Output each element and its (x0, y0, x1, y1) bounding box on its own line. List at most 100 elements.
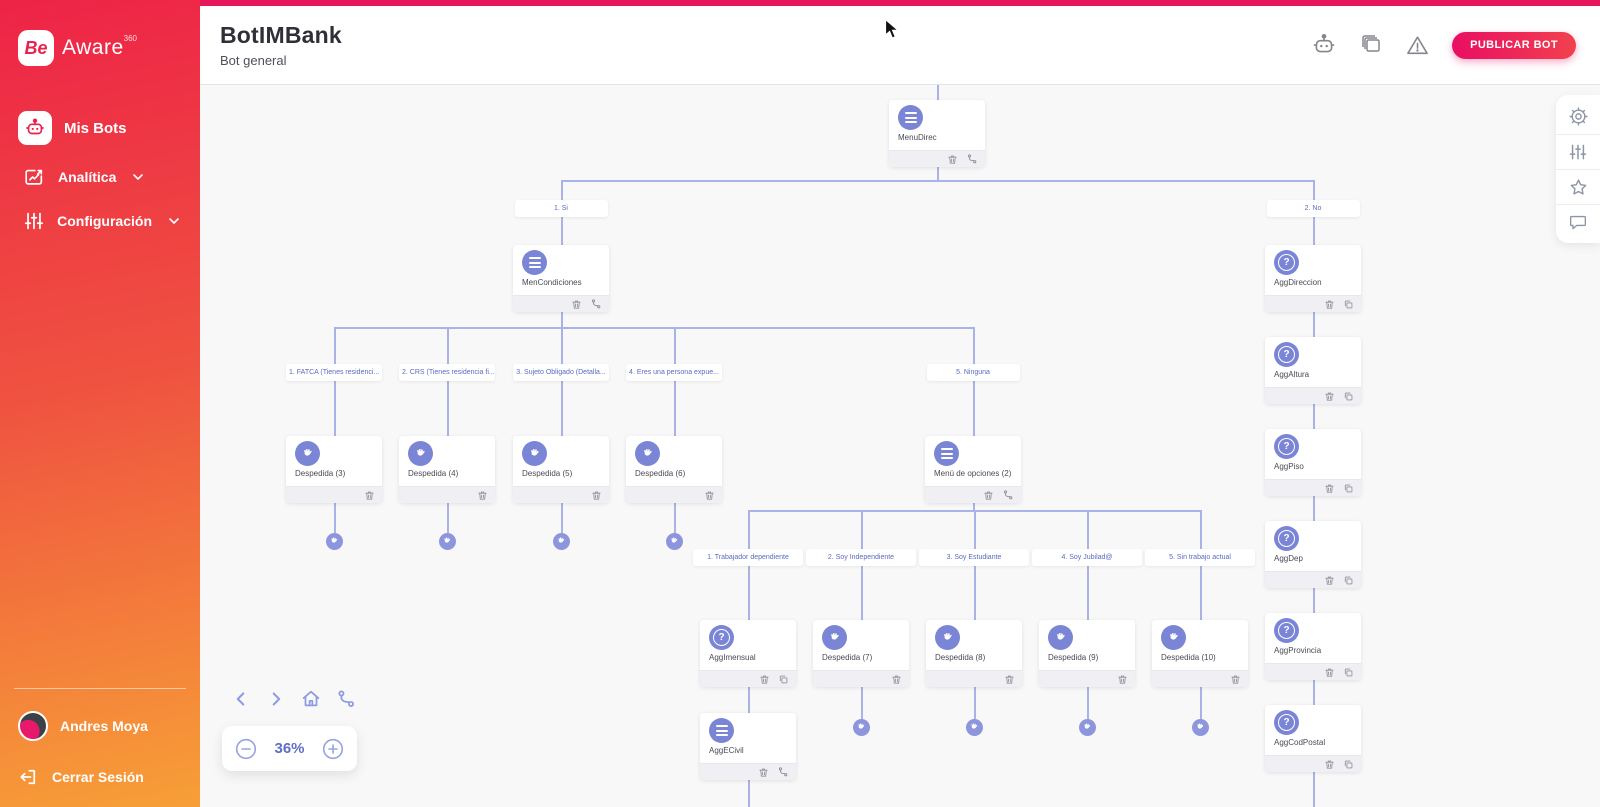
flow-node[interactable]: ?AggProvincia (1265, 613, 1361, 680)
flow-node[interactable]: MenuDirec (889, 100, 985, 167)
copy-icon[interactable] (1343, 575, 1354, 586)
robot-test-icon[interactable] (1311, 32, 1337, 58)
flow-node[interactable]: AggECivil (700, 713, 796, 780)
canvas-overlay: 36% (200, 85, 1600, 807)
wave-hand-icon (329, 536, 339, 546)
flow-node[interactable]: ?AggDireccion (1265, 245, 1361, 312)
branch-icon[interactable] (590, 298, 602, 310)
copy-icon[interactable] (1343, 759, 1354, 770)
copy-icon[interactable] (1343, 299, 1354, 310)
trash-icon[interactable] (1004, 674, 1015, 685)
flow-terminal-node[interactable] (438, 532, 456, 550)
flow-connector (561, 327, 563, 364)
branch-condition-label: 5. Ninguna (926, 364, 1020, 381)
flow-connector (334, 503, 336, 533)
equalizer-icon[interactable] (1556, 134, 1600, 169)
node-footer (1265, 571, 1361, 588)
trash-icon[interactable] (891, 674, 902, 685)
flow-node[interactable]: Despedida (10) (1152, 620, 1248, 687)
flow-connector (973, 327, 975, 364)
copy-icon[interactable] (1343, 667, 1354, 678)
trash-icon[interactable] (1324, 483, 1335, 494)
branch-condition-label: 2. Soy Independiente (806, 549, 916, 566)
sidebar-item-analitica[interactable]: Analítica (0, 160, 200, 194)
flow-connector (861, 566, 863, 620)
chat-icon[interactable] (1556, 204, 1600, 239)
star-icon[interactable] (1556, 169, 1600, 204)
user-profile[interactable]: Andres Moya (0, 711, 200, 741)
flow-node[interactable]: ?AggCodPostal (1265, 705, 1361, 772)
trash-icon[interactable] (477, 490, 488, 501)
flow-node[interactable]: Despedida (4) (399, 436, 495, 503)
flow-node[interactable]: MenCondiciones (513, 245, 609, 312)
flow-node[interactable]: Despedida (7) (813, 620, 909, 687)
wave-hand-icon (822, 625, 847, 650)
trash-icon[interactable] (983, 490, 994, 501)
trash-icon[interactable] (591, 490, 602, 501)
node-label: AggCodPostal (1274, 738, 1326, 747)
trash-icon[interactable] (1324, 391, 1335, 402)
trash-icon[interactable] (364, 490, 375, 501)
node-label: AggImensual (709, 653, 756, 662)
flow-node[interactable]: Despedida (8) (926, 620, 1022, 687)
branch-icon[interactable] (966, 153, 978, 165)
trash-icon[interactable] (758, 767, 769, 778)
trash-icon[interactable] (1324, 299, 1335, 310)
flow-node[interactable]: Despedida (9) (1039, 620, 1135, 687)
flow-terminal-node[interactable] (852, 718, 870, 736)
trash-icon[interactable] (759, 674, 770, 685)
flow-terminal-node[interactable] (552, 532, 570, 550)
node-label: MenCondiciones (522, 278, 582, 287)
copy-icon[interactable] (1343, 391, 1354, 402)
flow-node[interactable]: ?AggPiso (1265, 429, 1361, 496)
flow-terminal-node[interactable] (1191, 718, 1209, 736)
gear-icon[interactable] (1556, 99, 1600, 134)
sidebar-item-configuracion[interactable]: Configuración (0, 204, 200, 238)
sidebar-item-mis-bots[interactable]: Mis Bots (0, 106, 200, 150)
chevron-left-icon[interactable] (230, 688, 252, 710)
branch-icon[interactable] (335, 688, 357, 710)
branch-condition-label: 2. CRS (Tienes residencia fi... (399, 364, 495, 381)
node-label: Despedida (9) (1048, 653, 1099, 662)
trash-icon[interactable] (704, 490, 715, 501)
branch-icon[interactable] (777, 766, 789, 778)
flow-terminal-node[interactable] (1078, 718, 1096, 736)
node-body: ?AggAltura (1265, 337, 1361, 387)
zoom-in-button[interactable] (321, 737, 345, 761)
zoom-out-button[interactable] (234, 737, 258, 761)
trash-icon[interactable] (1117, 674, 1128, 685)
copy-icon[interactable] (778, 674, 789, 685)
publish-bot-button[interactable]: PUBLICAR BOT (1452, 31, 1576, 59)
flow-node[interactable]: Despedida (3) (286, 436, 382, 503)
flow-terminal-node[interactable] (965, 718, 983, 736)
trash-icon[interactable] (1324, 759, 1335, 770)
flow-node[interactable]: ?AggDep (1265, 521, 1361, 588)
node-body: Despedida (4) (399, 436, 495, 486)
trash-icon[interactable] (1324, 667, 1335, 678)
node-body: Despedida (10) (1152, 620, 1248, 670)
flow-node[interactable]: ?AggAltura (1265, 337, 1361, 404)
copy-icon[interactable] (1359, 33, 1383, 57)
logout-button[interactable]: Cerrar Sesión (0, 767, 200, 787)
home-icon[interactable] (300, 688, 322, 710)
flow-node[interactable]: ?AggImensual (700, 620, 796, 687)
flow-connector (748, 687, 750, 713)
trash-icon[interactable] (571, 299, 582, 310)
flow-node[interactable]: Menú de opciones (2) (925, 436, 1021, 503)
flow-node[interactable]: Despedida (5) (513, 436, 609, 503)
trash-icon[interactable] (1324, 575, 1335, 586)
node-footer (286, 486, 382, 503)
copy-icon[interactable] (1343, 483, 1354, 494)
trash-icon[interactable] (947, 154, 958, 165)
flow-connector (973, 503, 975, 510)
flow-terminal-node[interactable] (665, 532, 683, 550)
chevron-right-icon[interactable] (265, 688, 287, 710)
node-footer (1265, 479, 1361, 496)
trash-icon[interactable] (1230, 674, 1241, 685)
branch-icon[interactable] (1002, 489, 1014, 501)
wave-hand-icon (1195, 722, 1205, 732)
flow-terminal-node[interactable] (325, 532, 343, 550)
flow-node[interactable]: Despedida (6) (626, 436, 722, 503)
warning-icon[interactable] (1405, 33, 1430, 58)
